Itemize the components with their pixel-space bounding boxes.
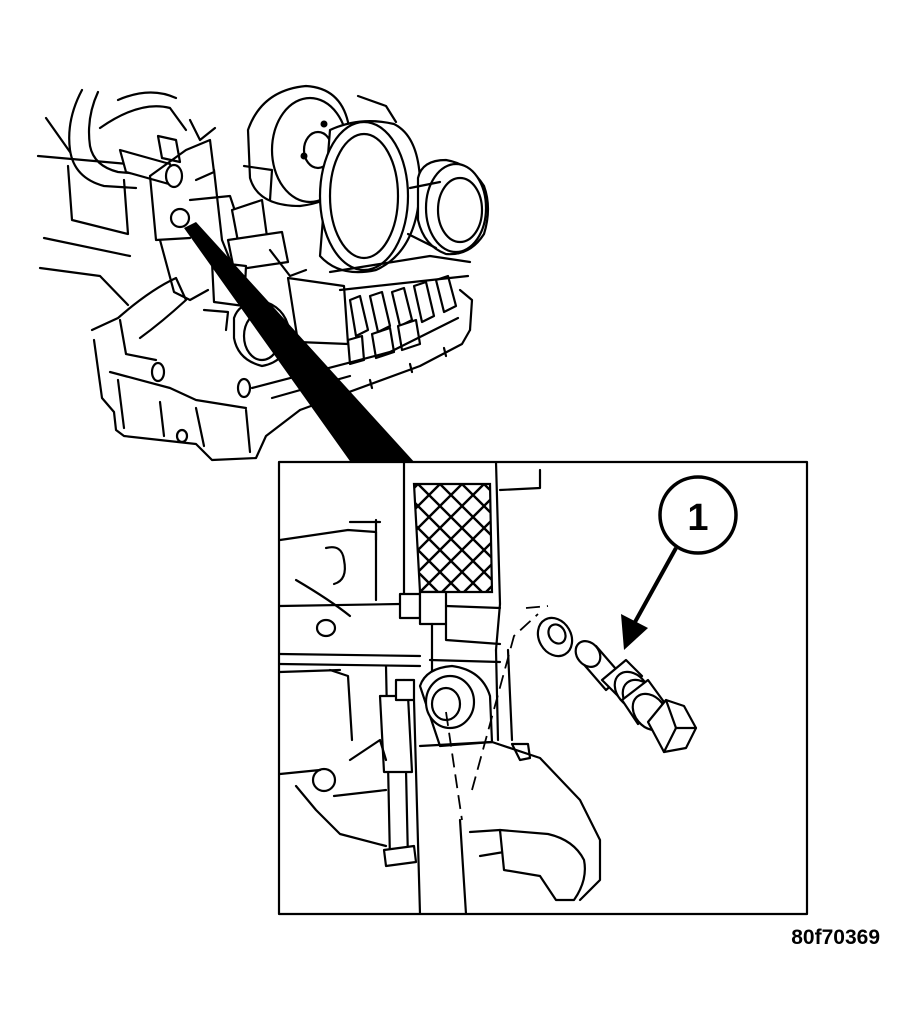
figure-id: 80f70369 bbox=[791, 926, 880, 949]
oil-pan bbox=[92, 288, 474, 462]
engine-overview bbox=[36, 84, 490, 462]
callout-1-number: 1 bbox=[687, 497, 708, 539]
crank-pulley bbox=[406, 158, 490, 256]
sensor-port bbox=[418, 664, 494, 748]
callout-1-arrow-shaft bbox=[633, 547, 678, 623]
callout-1: 1 bbox=[621, 475, 738, 650]
zoom-pointer bbox=[184, 222, 416, 464]
washer bbox=[536, 616, 574, 658]
hatched-panel bbox=[412, 482, 494, 594]
sensor-bolt bbox=[574, 640, 698, 754]
callout-1-arrowhead bbox=[621, 614, 648, 650]
